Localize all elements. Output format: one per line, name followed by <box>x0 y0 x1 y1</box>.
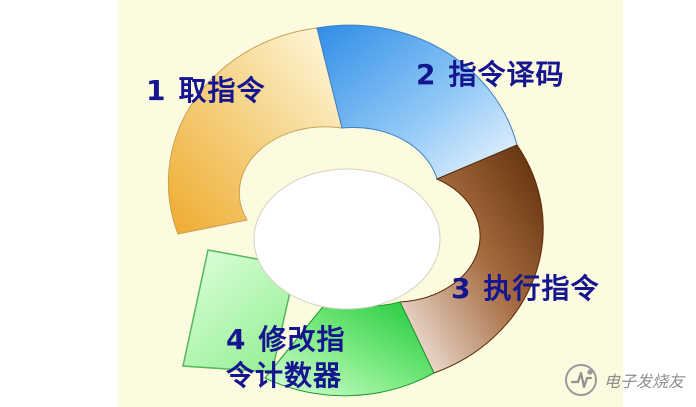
step-4-label: 4 修改指 令计数器 <box>226 323 346 393</box>
electronic-circuit-logo-icon <box>564 364 597 396</box>
step-3-number: 3 <box>451 272 472 305</box>
step-2-text: 指令译码 <box>448 58 565 91</box>
ring-inner-hole <box>253 168 441 310</box>
step-4-text-line-2: 令计数器 <box>226 359 343 392</box>
step-4-text-line-1: 修改指 <box>258 323 346 356</box>
step-3-label: 3 执行指令 <box>451 272 600 306</box>
watermark: 电子发烧友 <box>564 363 684 397</box>
step-2-number: 2 <box>416 58 437 91</box>
step-1-label: 1 取指令 <box>146 74 266 108</box>
segment-decode-instruction <box>316 24 518 180</box>
step-1-text: 取指令 <box>178 74 266 107</box>
step-4-number: 4 <box>226 323 247 356</box>
watermark-text: 电子发烧友 <box>603 372 684 391</box>
step-1-number: 1 <box>146 74 167 107</box>
step-3-text: 执行指令 <box>483 272 600 305</box>
step-2-label: 2 指令译码 <box>416 58 565 92</box>
